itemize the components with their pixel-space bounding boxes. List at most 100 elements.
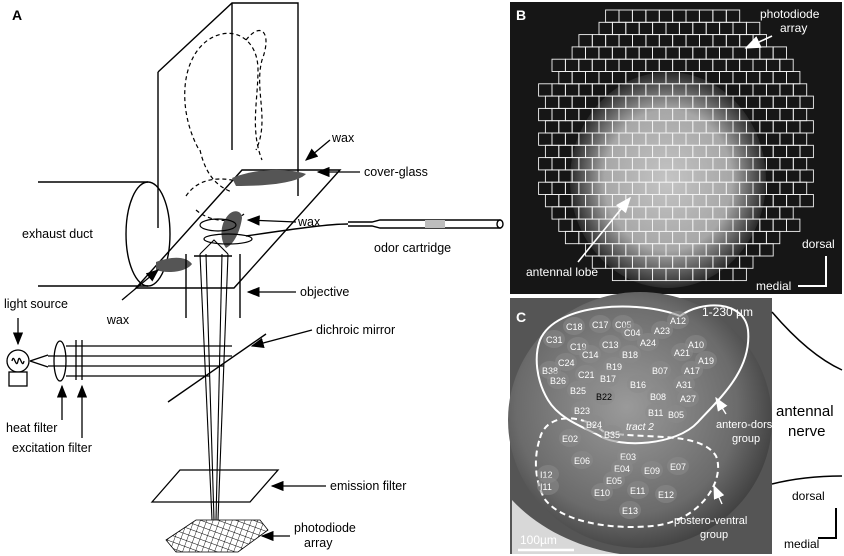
glomerulus-label: C24 <box>558 358 575 368</box>
label-excitation-filter: excitation filter <box>12 441 92 455</box>
label-wax-left: wax <box>106 313 130 327</box>
light-source-shape <box>6 349 49 387</box>
c-label-dorsal: dorsal <box>792 489 825 503</box>
glomerulus-label: E09 <box>644 466 660 476</box>
glomerulus-label: I12 <box>540 470 553 480</box>
glomerulus-label: B35 <box>604 430 620 440</box>
glomerulus-label: A10 <box>688 340 704 350</box>
glomerulus-body <box>603 471 625 489</box>
glomerulus-label: E07 <box>670 462 686 472</box>
photodiode-cell <box>799 194 814 208</box>
glomerulus-label: E13 <box>622 506 638 516</box>
c-label-medial: medial <box>784 537 819 551</box>
c-orientation-axes <box>818 508 837 539</box>
glomerulus-body <box>599 335 621 353</box>
label-light-source: light source <box>4 297 68 311</box>
glomerulus-label: B18 <box>622 350 638 360</box>
b-orientation-axes <box>798 256 827 287</box>
glomerulus-label: B16 <box>630 380 646 390</box>
photodiode-cell <box>759 243 774 257</box>
glomerulus-body <box>627 375 649 393</box>
glomerulus-body <box>621 323 643 341</box>
glomerulus-body <box>593 387 615 405</box>
glomerulus-body <box>601 425 623 443</box>
c-label-postero-ventral-1: postero-ventral <box>674 515 747 527</box>
glomerulus-label: A23 <box>654 326 670 336</box>
label-objective: objective <box>300 285 349 299</box>
glomerulus-label: B17 <box>600 374 616 384</box>
label-photodiode-1: photodiode <box>294 521 356 535</box>
emission-filter-shape <box>150 469 280 503</box>
photodiode-cell <box>786 218 801 232</box>
glomerulus-body <box>681 361 703 379</box>
glomerulus-body <box>575 365 597 383</box>
panel-c-letter: C <box>516 309 526 325</box>
glomerulus-label: C17 <box>592 320 609 330</box>
glomerulus-label: B22 <box>596 392 612 402</box>
glomerulus-label: E10 <box>594 488 610 498</box>
c-arrow-antero-dorsal <box>715 396 728 415</box>
nerve-upper-edge <box>771 311 843 371</box>
glomerulus-label: A31 <box>676 380 692 390</box>
glomerulus-label: A24 <box>640 338 656 348</box>
glomerulus-label: C14 <box>582 350 599 360</box>
glomerulus-label: C19 <box>570 342 587 352</box>
glomerulus-label: A27 <box>680 394 696 404</box>
label-antennal-nerve-2: nerve <box>788 423 826 440</box>
glomerulus-body <box>559 429 581 447</box>
glomerulus-label: E06 <box>574 456 590 466</box>
b-arrow-antennal-lobe <box>577 196 632 263</box>
c-label-postero-ventral-2: group <box>700 529 728 541</box>
nerve-lower-edge <box>771 475 843 485</box>
glomerulus-label: C05 <box>615 320 632 330</box>
chamber-ring <box>199 218 237 232</box>
glomerulus-label: B11 <box>648 408 663 418</box>
glomerulus-label: B24 <box>586 420 602 430</box>
objective-shape <box>185 254 241 318</box>
c-label-tract: tract 2 <box>626 422 654 433</box>
glomerulus-body <box>673 375 695 393</box>
panel-b-letter: B <box>516 7 526 23</box>
c-label-scale: 100µm <box>520 533 557 547</box>
glomerulus-label: E02 <box>562 434 578 444</box>
antero-dorsal-outline <box>535 304 750 445</box>
glomerulus-body <box>655 485 677 503</box>
antennal-nerve: antennal nerve dorsal medial <box>771 311 843 551</box>
glomerulus-label: B38 <box>542 366 558 376</box>
label-odor-cartridge: odor cartridge <box>374 241 451 255</box>
glomerulus-body <box>645 403 667 421</box>
glomerulus-body <box>677 389 699 407</box>
wax-blob-top <box>232 169 306 186</box>
preparation-outline <box>184 29 267 221</box>
b-arrow-photodiode <box>744 35 773 49</box>
glomerulus-body <box>543 330 565 348</box>
glomerulus-label: E04 <box>614 464 630 474</box>
excitation-optics <box>48 340 232 382</box>
glomerulus-label: B25 <box>570 386 586 396</box>
exhaust-duct-shape <box>38 181 171 287</box>
b-label-medial: medial <box>756 279 791 293</box>
glomerulus-body <box>667 457 689 475</box>
c-arrow-postero-ventral <box>713 484 725 505</box>
b-label-photodiode-1: photodiode <box>760 7 820 21</box>
glomerulus-label: I11 <box>540 482 552 492</box>
glomerulus-label: E05 <box>606 476 622 486</box>
photodiode-cell <box>732 267 747 282</box>
b-label-dorsal: dorsal <box>802 237 835 251</box>
glomerulus-label: A12 <box>670 316 686 326</box>
glomerulus-label: E03 <box>620 452 636 462</box>
glomerulus-body <box>685 335 707 353</box>
label-wax-top: wax <box>331 131 355 145</box>
c-label-range: 1-230 µm <box>702 305 753 319</box>
glomerulus-body <box>619 501 641 519</box>
glomerulus-label: A17 <box>684 366 700 376</box>
glomerulus-body <box>591 483 613 501</box>
panel-b: B photodiode array antennal lobe dorsal … <box>510 2 842 294</box>
label-heat-filter: heat filter <box>6 421 57 435</box>
glomerulus-label: A21 <box>674 348 690 358</box>
glomerulus-label: B26 <box>550 376 566 386</box>
c-label-antero-dorsal-2: group <box>732 433 760 445</box>
glomerulus-label: C21 <box>578 370 595 380</box>
label-exhaust-duct: exhaust duct <box>22 227 93 241</box>
